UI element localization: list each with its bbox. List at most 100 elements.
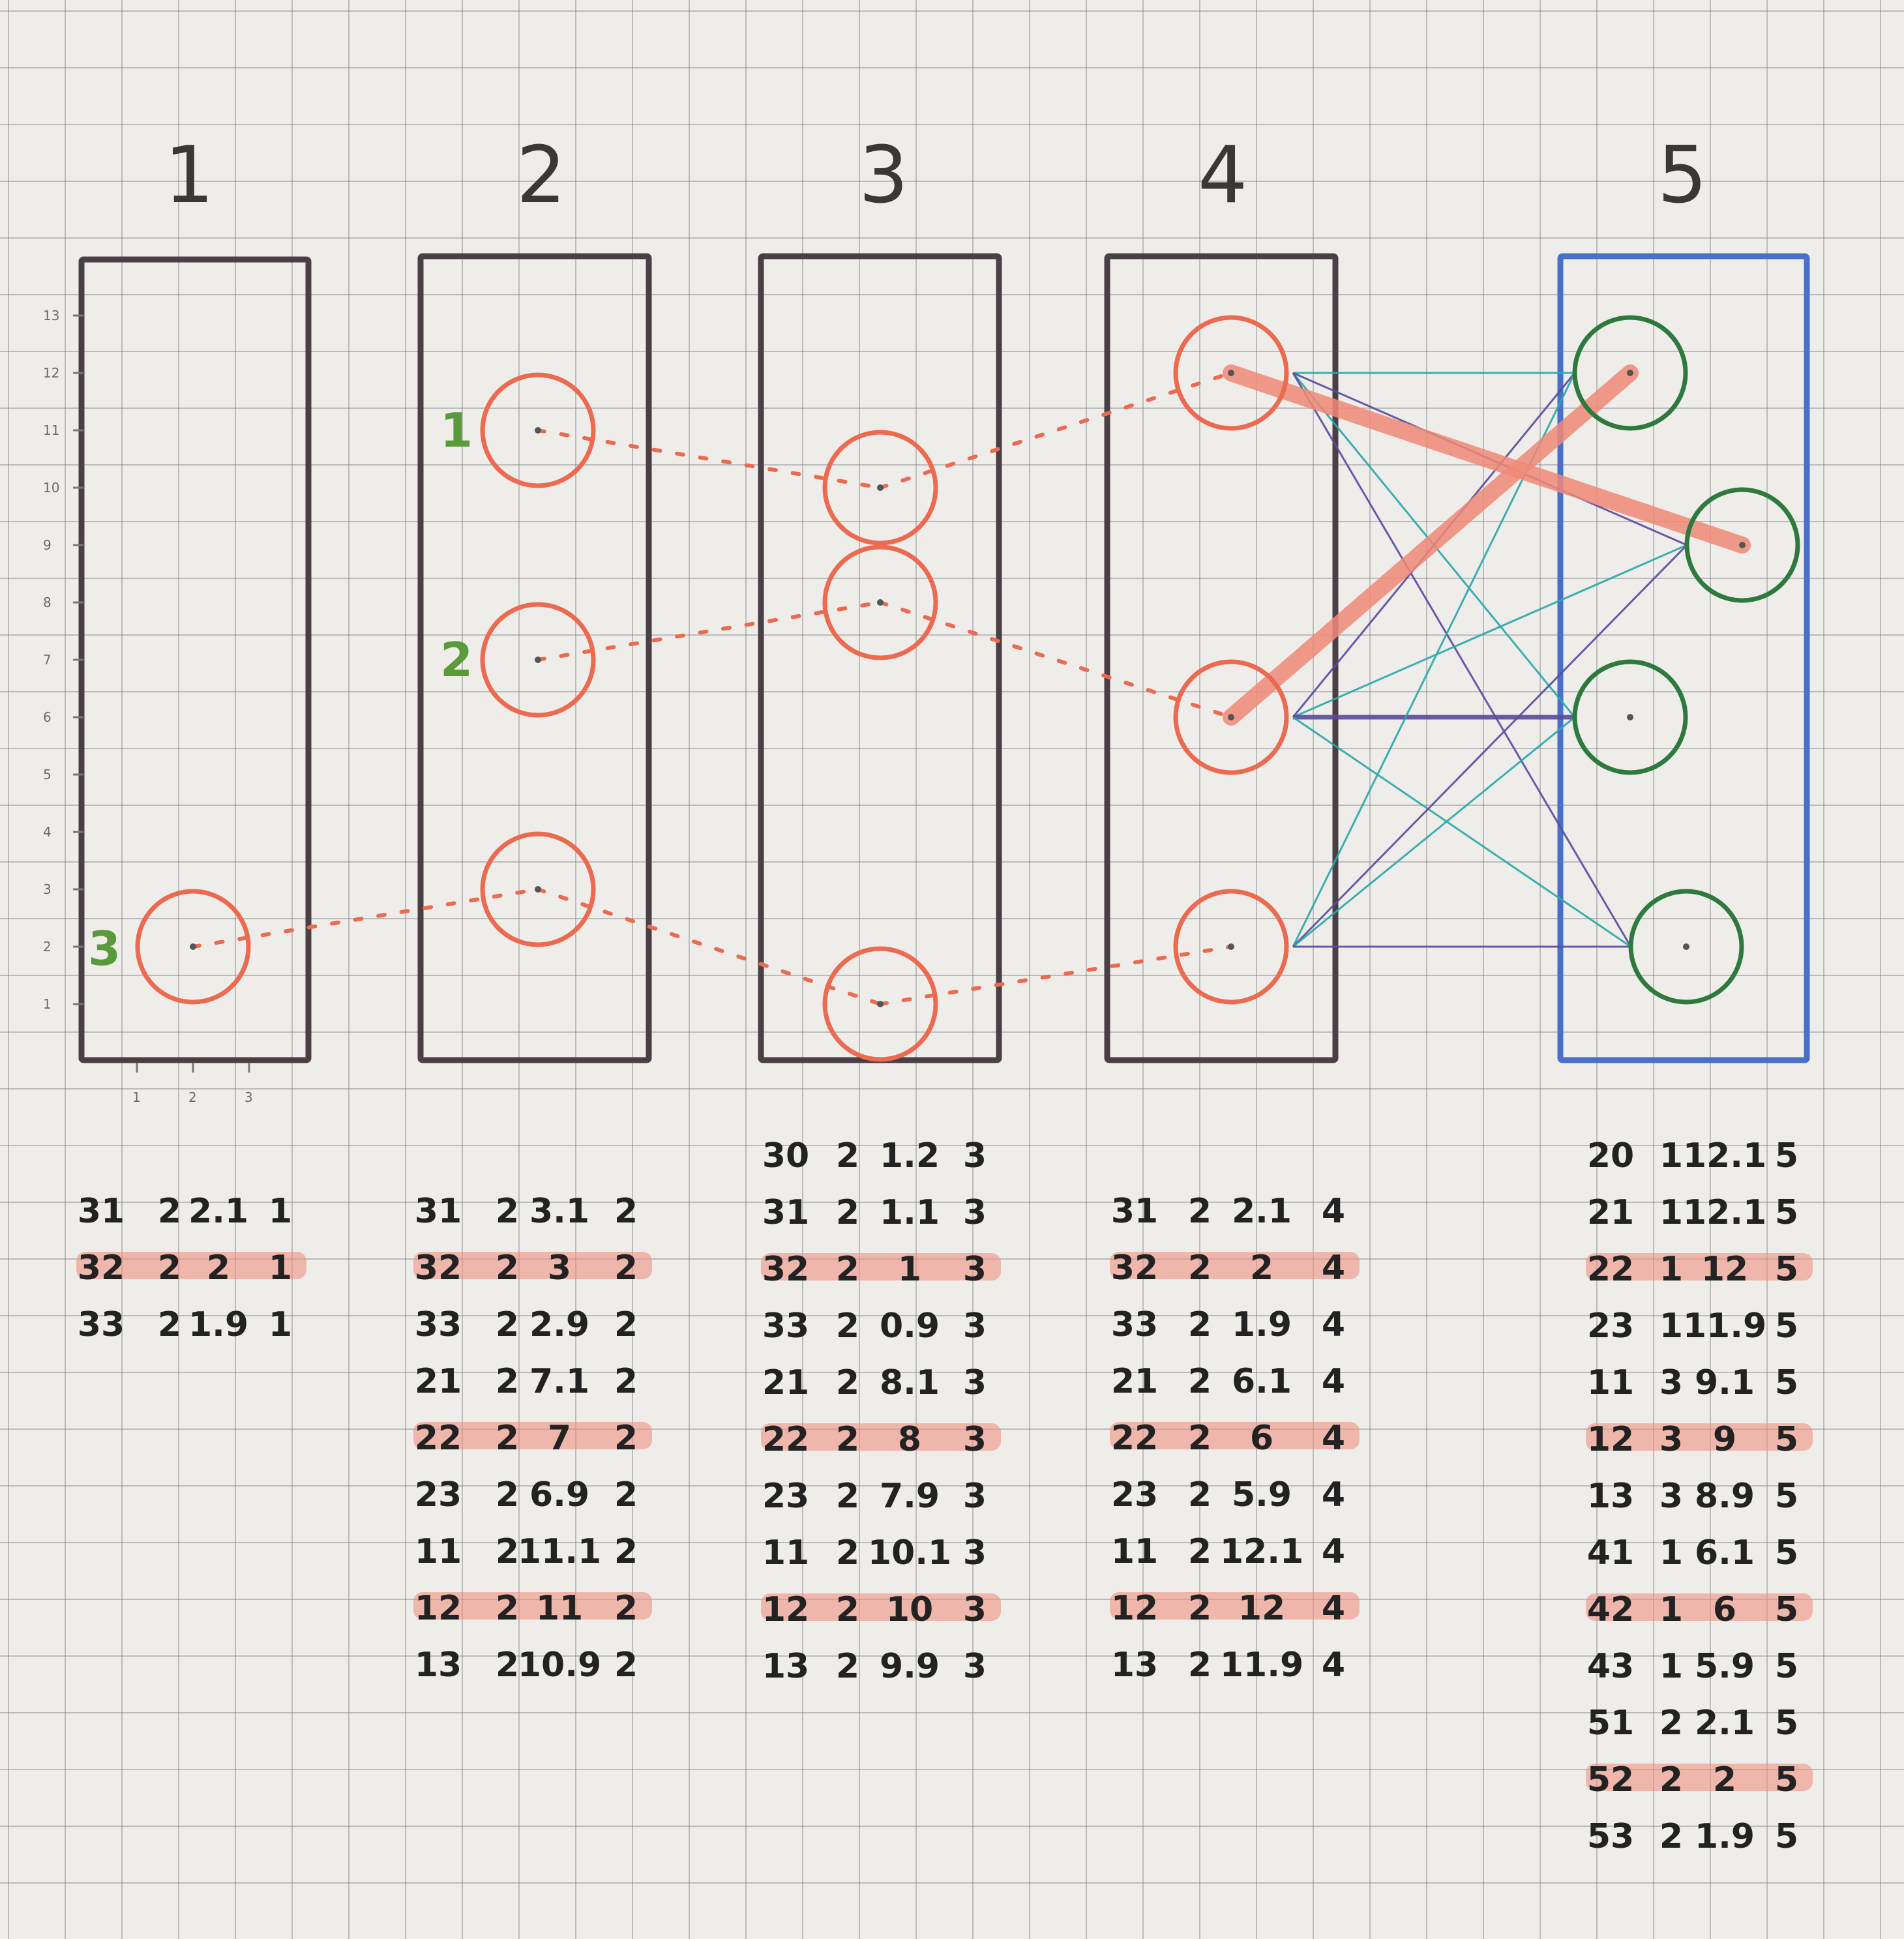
table-cell: 33	[1111, 1305, 1158, 1344]
highlight-stroke	[1110, 1592, 1360, 1620]
table-cell: 3	[1659, 1363, 1683, 1402]
table-cell: 1.9	[1232, 1305, 1292, 1344]
table-cell: 13	[762, 1647, 809, 1686]
table-cell: 4	[1322, 1192, 1345, 1231]
node-col2-1	[480, 372, 596, 488]
track-path-1-a	[536, 428, 882, 490]
table-cell: 3	[963, 1136, 987, 1176]
node-col5-3-center	[1627, 714, 1633, 720]
table-cell: 12	[1111, 1589, 1158, 1628]
table-cell: 2	[1188, 1249, 1212, 1288]
table-cell: 33	[762, 1307, 809, 1346]
node-col3-3	[822, 946, 938, 1062]
column-title-3: 3	[859, 130, 908, 221]
table-cell: 2	[836, 1136, 859, 1176]
table-cell: 2	[158, 1249, 181, 1288]
table-cell: 11.1	[518, 1532, 601, 1571]
table-cell: 2	[836, 1250, 859, 1289]
table-cell: 3	[1659, 1420, 1683, 1459]
column-frame-5	[1557, 253, 1810, 1063]
highlight-stroke	[761, 1593, 1001, 1621]
table-cell: 2	[496, 1249, 519, 1288]
table-cell: 3	[963, 1647, 987, 1686]
table-cell: 41	[1587, 1533, 1634, 1573]
node-col2-3	[480, 831, 596, 947]
assignment-line-12-to-9	[1223, 364, 1751, 554]
table-cell: 2	[496, 1362, 519, 1401]
table-cell: 2	[1188, 1192, 1212, 1231]
table-cell: 2	[836, 1590, 859, 1629]
table-cell: 2	[614, 1249, 638, 1288]
table-cell: 9.9	[880, 1647, 940, 1686]
table-cell: 23	[1587, 1307, 1634, 1346]
column-frame-4	[1104, 253, 1339, 1063]
track-label-2: 2	[440, 632, 473, 687]
table-cell: 12	[762, 1590, 809, 1629]
table-cell: 2.1	[1232, 1192, 1292, 1231]
table-cell: 2	[1188, 1305, 1212, 1344]
highlight-stroke	[761, 1253, 1001, 1280]
node-col4-3-center	[1228, 943, 1234, 950]
table-cell: 13	[415, 1646, 462, 1685]
table-cell: 4	[1322, 1475, 1345, 1515]
table-cell: 2	[614, 1419, 638, 1458]
x-tick-label: 3	[245, 1089, 253, 1105]
node-col1-1	[135, 889, 251, 1005]
table-cell: 3	[963, 1590, 987, 1629]
table-cell: 6	[1713, 1590, 1736, 1629]
node-col4-2-center	[1228, 714, 1234, 720]
table-cell: 5.9	[1695, 1647, 1755, 1686]
table-cell: 30	[762, 1136, 809, 1176]
table-cell: 21	[415, 1362, 462, 1401]
table-cell: 5	[1775, 1647, 1798, 1686]
table-cell: 2	[614, 1589, 638, 1628]
table-cell: 2.1	[188, 1192, 248, 1231]
node-col3-1-center	[877, 484, 884, 491]
y-tick-label: 6	[43, 709, 52, 725]
table-cell: 1.9	[1695, 1817, 1755, 1856]
table-cell: 4	[1322, 1589, 1345, 1628]
table-cell: 2	[1188, 1646, 1212, 1685]
node-col5-2	[1684, 487, 1800, 603]
y-tick-label: 10	[43, 480, 59, 496]
table-cell: 23	[762, 1477, 809, 1516]
table-cell: 6	[1250, 1419, 1273, 1458]
table-cell: 10	[886, 1590, 933, 1629]
node-col5-2-center	[1739, 542, 1746, 548]
table-cell: 31	[1111, 1192, 1158, 1231]
table-cell: 2	[1188, 1475, 1212, 1515]
table-cell: 12.1	[1683, 1193, 1766, 1232]
table-cell: 12.1	[1683, 1136, 1766, 1176]
table-cell: 12	[1238, 1589, 1285, 1628]
column-title-4: 4	[1198, 130, 1247, 221]
table-cell: 1.9	[188, 1305, 248, 1344]
table-cell: 4	[1322, 1646, 1345, 1685]
table-cell: 11	[1587, 1363, 1634, 1402]
table-cell: 31	[762, 1193, 809, 1232]
highlight-stroke	[413, 1592, 652, 1620]
table-cell: 5	[1775, 1363, 1798, 1402]
table-cell: 2	[614, 1305, 638, 1344]
table-cell: 11.9	[1683, 1307, 1766, 1346]
table-cell: 3	[963, 1420, 987, 1459]
table-cell: 2	[1188, 1419, 1212, 1458]
table-cell: 2	[836, 1363, 859, 1402]
table-cell: 23	[1111, 1475, 1158, 1515]
node-col5-4-center	[1683, 943, 1689, 950]
column-title-1: 1	[164, 130, 214, 221]
y-tick-label: 7	[43, 652, 52, 668]
node-col3-2	[822, 544, 938, 660]
table-cell: 52	[1587, 1760, 1634, 1799]
table-cell: 10.9	[518, 1646, 601, 1685]
table-cell: 3	[963, 1250, 987, 1289]
table-cell: 21	[762, 1363, 809, 1402]
table-cell: 9	[1713, 1420, 1736, 1459]
table-cell: 1.1	[880, 1193, 940, 1232]
highlight-stroke	[413, 1422, 652, 1449]
table-cell: 3	[963, 1363, 987, 1402]
y-tick-label: 13	[43, 308, 59, 323]
node-col5-3	[1572, 659, 1688, 775]
table-cell: 2	[1659, 1704, 1683, 1743]
table-cell: 4	[1322, 1419, 1345, 1458]
